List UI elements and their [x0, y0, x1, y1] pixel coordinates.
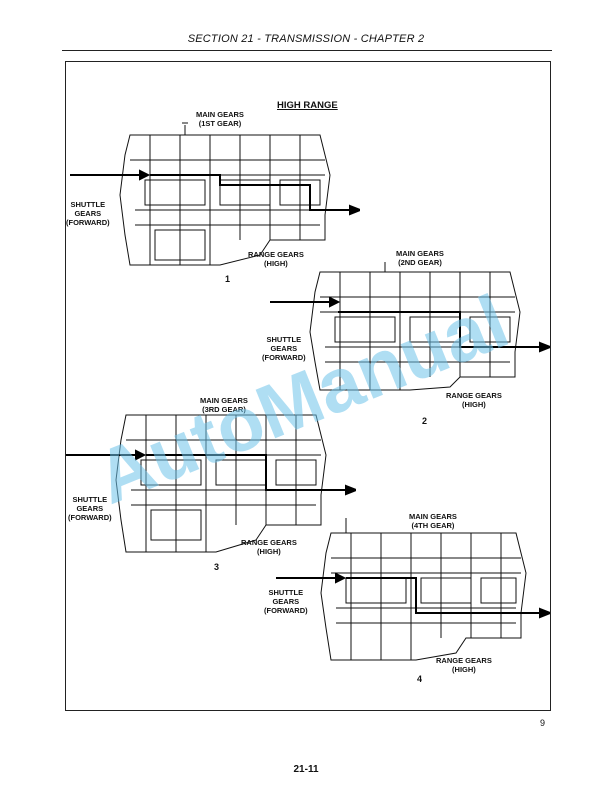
panel-2-number: 2 [422, 416, 428, 426]
panel-3-main-gears-label: MAIN GEARS(3RD GEAR) [200, 396, 248, 414]
panel-3-range-gears-label: RANGE GEARS(HIGH) [241, 538, 297, 556]
panel-1-main-gears-label: MAIN GEARS(1ST GEAR) [196, 110, 244, 128]
transmission-diagram-1 [70, 122, 360, 266]
transmission-diagram-2 [270, 262, 550, 391]
panel-3-number: 3 [214, 562, 220, 572]
figure-title: HIGH RANGE [277, 100, 338, 111]
figure-frame [65, 61, 551, 711]
transmission-diagram-3 [66, 414, 356, 553]
figure-number: 9 [540, 718, 546, 728]
panel-1-number: 1 [225, 274, 231, 284]
panel-4-main-gears-label: MAIN GEARS(4TH GEAR) [409, 512, 457, 530]
panel-2-range-gears-label: RANGE GEARS(HIGH) [446, 391, 502, 409]
header-rule [62, 50, 552, 51]
section-header: SECTION 21 - TRANSMISSION - CHAPTER 2 [187, 33, 425, 45]
panel-4-range-gears-label: RANGE GEARS(HIGH) [436, 656, 492, 674]
panel-2-main-gears-label: MAIN GEARS(2ND GEAR) [396, 249, 444, 267]
page-number: 21-11 [293, 764, 319, 775]
panel-4-number: 4 [417, 674, 423, 684]
transmission-diagram-4 [276, 518, 550, 661]
panel-1-range-gears-label: RANGE GEARS(HIGH) [248, 250, 304, 268]
